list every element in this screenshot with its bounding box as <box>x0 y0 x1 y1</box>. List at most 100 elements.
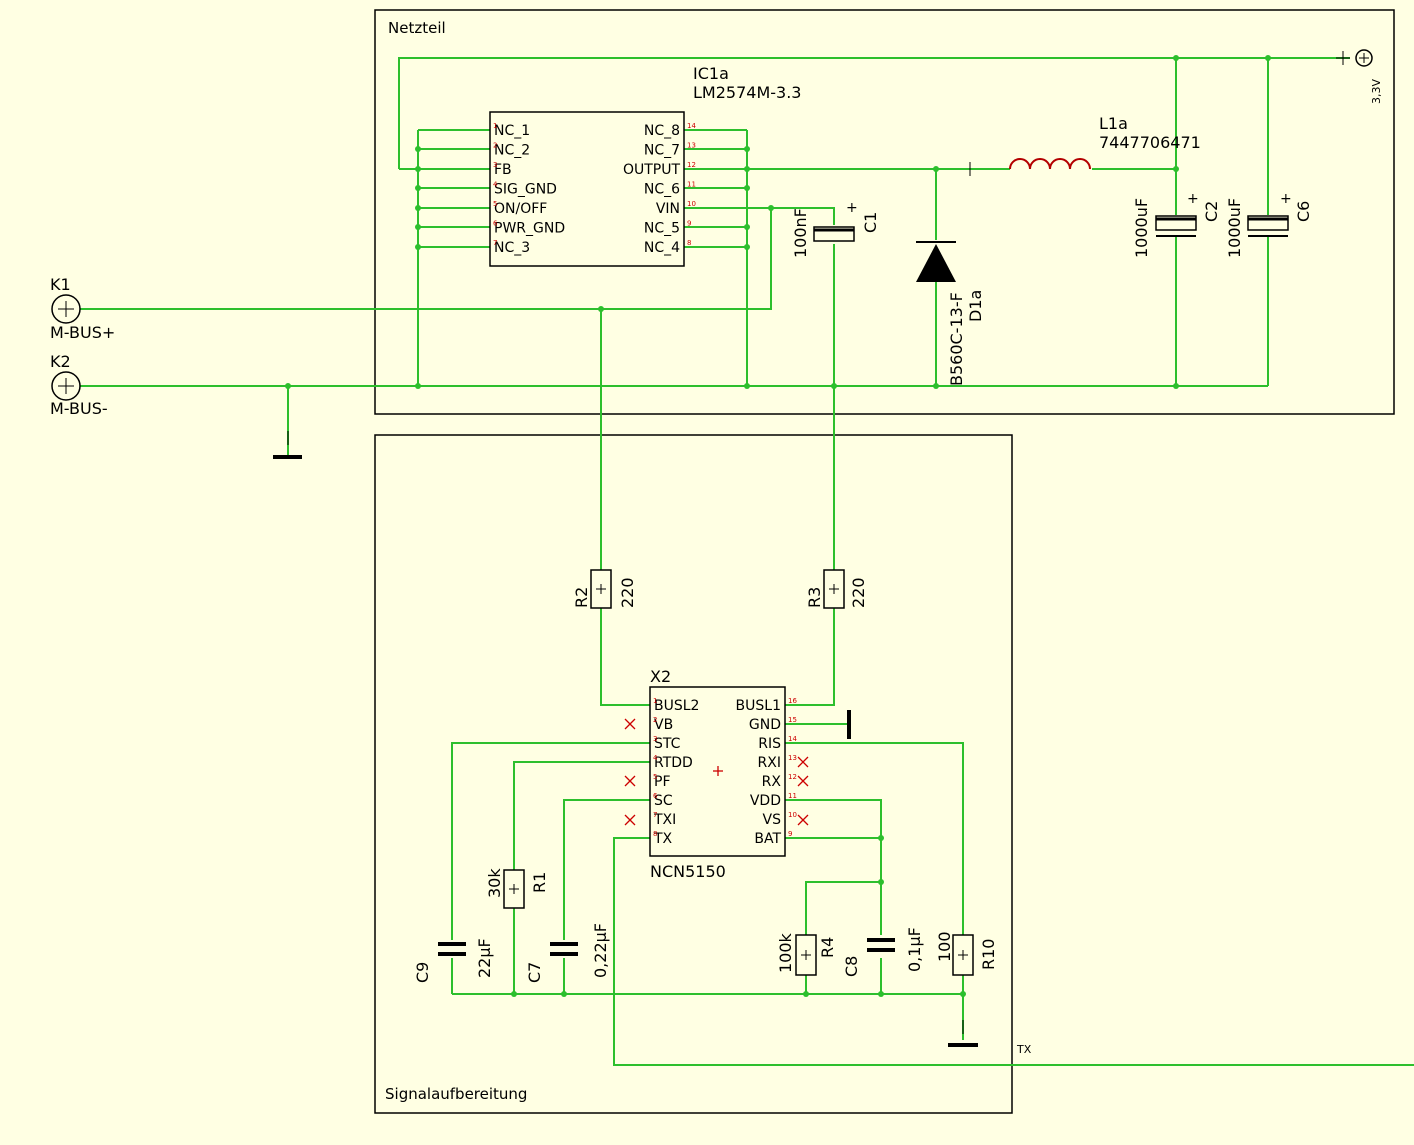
r10-value: 100 <box>935 931 954 962</box>
pin-label: GND <box>749 717 781 733</box>
pin-number: 11 <box>788 792 797 800</box>
k2-ref: K2 <box>50 352 71 371</box>
r3-ref: R3 <box>805 587 824 608</box>
signal-wires <box>451 608 1414 1066</box>
pin-number: 7 <box>493 239 497 247</box>
r1-ref: R1 <box>530 872 549 893</box>
pin-number: 10 <box>788 811 797 819</box>
svg-text:+: + <box>1280 191 1292 207</box>
k2-label: M-BUS- <box>50 399 108 418</box>
k1-label: M-BUS+ <box>50 323 115 342</box>
ground-symbol-mbus <box>273 431 302 459</box>
x2-no-connect-marks <box>624 718 809 826</box>
pin-label: FB <box>494 162 512 178</box>
pin-number: 8 <box>653 830 657 838</box>
capacitor-c8[interactable]: C8 0,1µF <box>842 927 924 977</box>
pin-label: BUSL2 <box>654 698 699 714</box>
c6-value: 1000uF <box>1225 198 1244 258</box>
capacitor-c9[interactable]: C9 22µF <box>413 938 494 983</box>
pin-label: NC_1 <box>494 123 530 139</box>
pin-label: RTDD <box>654 755 693 771</box>
l1-ref: L1a <box>1099 114 1128 133</box>
c7-ref: C7 <box>525 962 544 983</box>
c7-value: 0,22µF <box>591 923 610 978</box>
pin-number: 6 <box>653 792 658 800</box>
tx-net-label: TX <box>1016 1043 1032 1056</box>
pin-label: NC_5 <box>644 221 680 237</box>
r3-value: 220 <box>849 577 868 608</box>
capacitor-c1[interactable]: + C1 100nF <box>791 200 880 258</box>
capacitor-c7[interactable]: C7 0,22µF <box>525 923 610 983</box>
capacitor-c2[interactable]: + C2 1000uF <box>1132 191 1221 258</box>
pin-number: 5 <box>493 200 497 208</box>
resistor-r2[interactable]: R2 220 <box>572 569 637 609</box>
d1-ref: D1a <box>966 290 985 322</box>
resistor-r10[interactable]: R10 100 <box>935 931 998 976</box>
r2-ref: R2 <box>572 587 591 608</box>
pin-label: BAT <box>754 831 781 847</box>
pin-label: NC_7 <box>644 143 680 159</box>
pin-number: 3 <box>653 735 657 743</box>
pin-number: 4 <box>653 754 658 762</box>
r4-value: 100k <box>776 932 795 973</box>
svg-text:+: + <box>846 200 858 216</box>
pin-label: TXI <box>653 812 676 828</box>
c9-value: 22µF <box>475 938 494 978</box>
ground-symbol-signal <box>948 1020 978 1047</box>
c2-value: 1000uF <box>1132 198 1151 258</box>
pin-label: BUSL1 <box>736 698 781 714</box>
capacitor-c6[interactable]: + C6 1000uF <box>1225 191 1313 258</box>
pin-number: 13 <box>687 142 696 150</box>
resistor-r4[interactable]: R4 100k <box>776 932 837 976</box>
c9-ref: C9 <box>413 962 432 983</box>
pin-label: NC_2 <box>494 143 530 159</box>
pin-label: RXI <box>758 755 781 771</box>
pin-label: NC_6 <box>644 182 680 198</box>
k1-ref: K1 <box>50 275 71 294</box>
resistor-r1[interactable]: R1 30k <box>485 868 549 909</box>
pin-number: 6 <box>493 220 498 228</box>
pin-number: 5 <box>653 773 657 781</box>
pin-label: NC_8 <box>644 123 680 139</box>
pin-label: OUTPUT <box>623 162 681 178</box>
pin-number: 13 <box>788 754 797 762</box>
connector-k2[interactable]: K2 M-BUS- <box>50 352 108 418</box>
ic1-regulator[interactable]: IC1a LM2574M-3.3 NC_11NC_22FB3SIG_GND4ON… <box>489 64 801 267</box>
pin-label: PWR_GND <box>494 221 565 237</box>
pin-number: 12 <box>788 773 797 781</box>
pin-label: STC <box>654 736 681 752</box>
pin-number: 9 <box>687 220 691 228</box>
pin-number: 10 <box>687 200 696 208</box>
power-block-frame <box>374 9 1395 415</box>
ic1-value: LM2574M-3.3 <box>693 83 801 102</box>
c6-ref: C6 <box>1294 201 1313 222</box>
pin-number: 15 <box>788 716 797 724</box>
power-wires <box>80 57 1350 570</box>
c1-value: 100nF <box>791 208 810 258</box>
x2-transceiver[interactable]: X2 NCN5150 BUSL21VB2STC3RTDD4PF5SC6TXI7T… <box>649 667 797 881</box>
signal-block-frame <box>374 434 1013 1114</box>
inductor-l1[interactable]: L1a 7447706471 <box>969 114 1201 176</box>
pin-label: VIN <box>656 201 680 217</box>
pin-label: VDD <box>750 793 781 809</box>
diode-d1[interactable]: D1a B560C-13-F <box>916 241 985 386</box>
svg-text:+: + <box>1187 191 1199 207</box>
d1-value: B560C-13-F <box>947 292 966 386</box>
r10-ref: R10 <box>979 939 998 970</box>
resistor-r3[interactable]: R3 220 <box>805 569 868 609</box>
signal-block-title: Signalaufbereitung <box>385 1085 527 1103</box>
pin-label: TX <box>653 831 673 847</box>
pin-label: VS <box>763 812 782 828</box>
connector-k1[interactable]: K1 M-BUS+ <box>50 275 115 342</box>
pin-label: NC_3 <box>494 240 530 256</box>
r1-value: 30k <box>485 868 504 898</box>
c2-ref: C2 <box>1202 201 1221 222</box>
pin-number: 16 <box>788 697 797 705</box>
pin-number: 1 <box>653 697 657 705</box>
pin-number: 11 <box>687 181 696 189</box>
pin-number: 4 <box>493 181 498 189</box>
pin-number: 9 <box>788 830 792 838</box>
pin-number: 7 <box>653 811 657 819</box>
pin-label: SC <box>654 793 673 809</box>
